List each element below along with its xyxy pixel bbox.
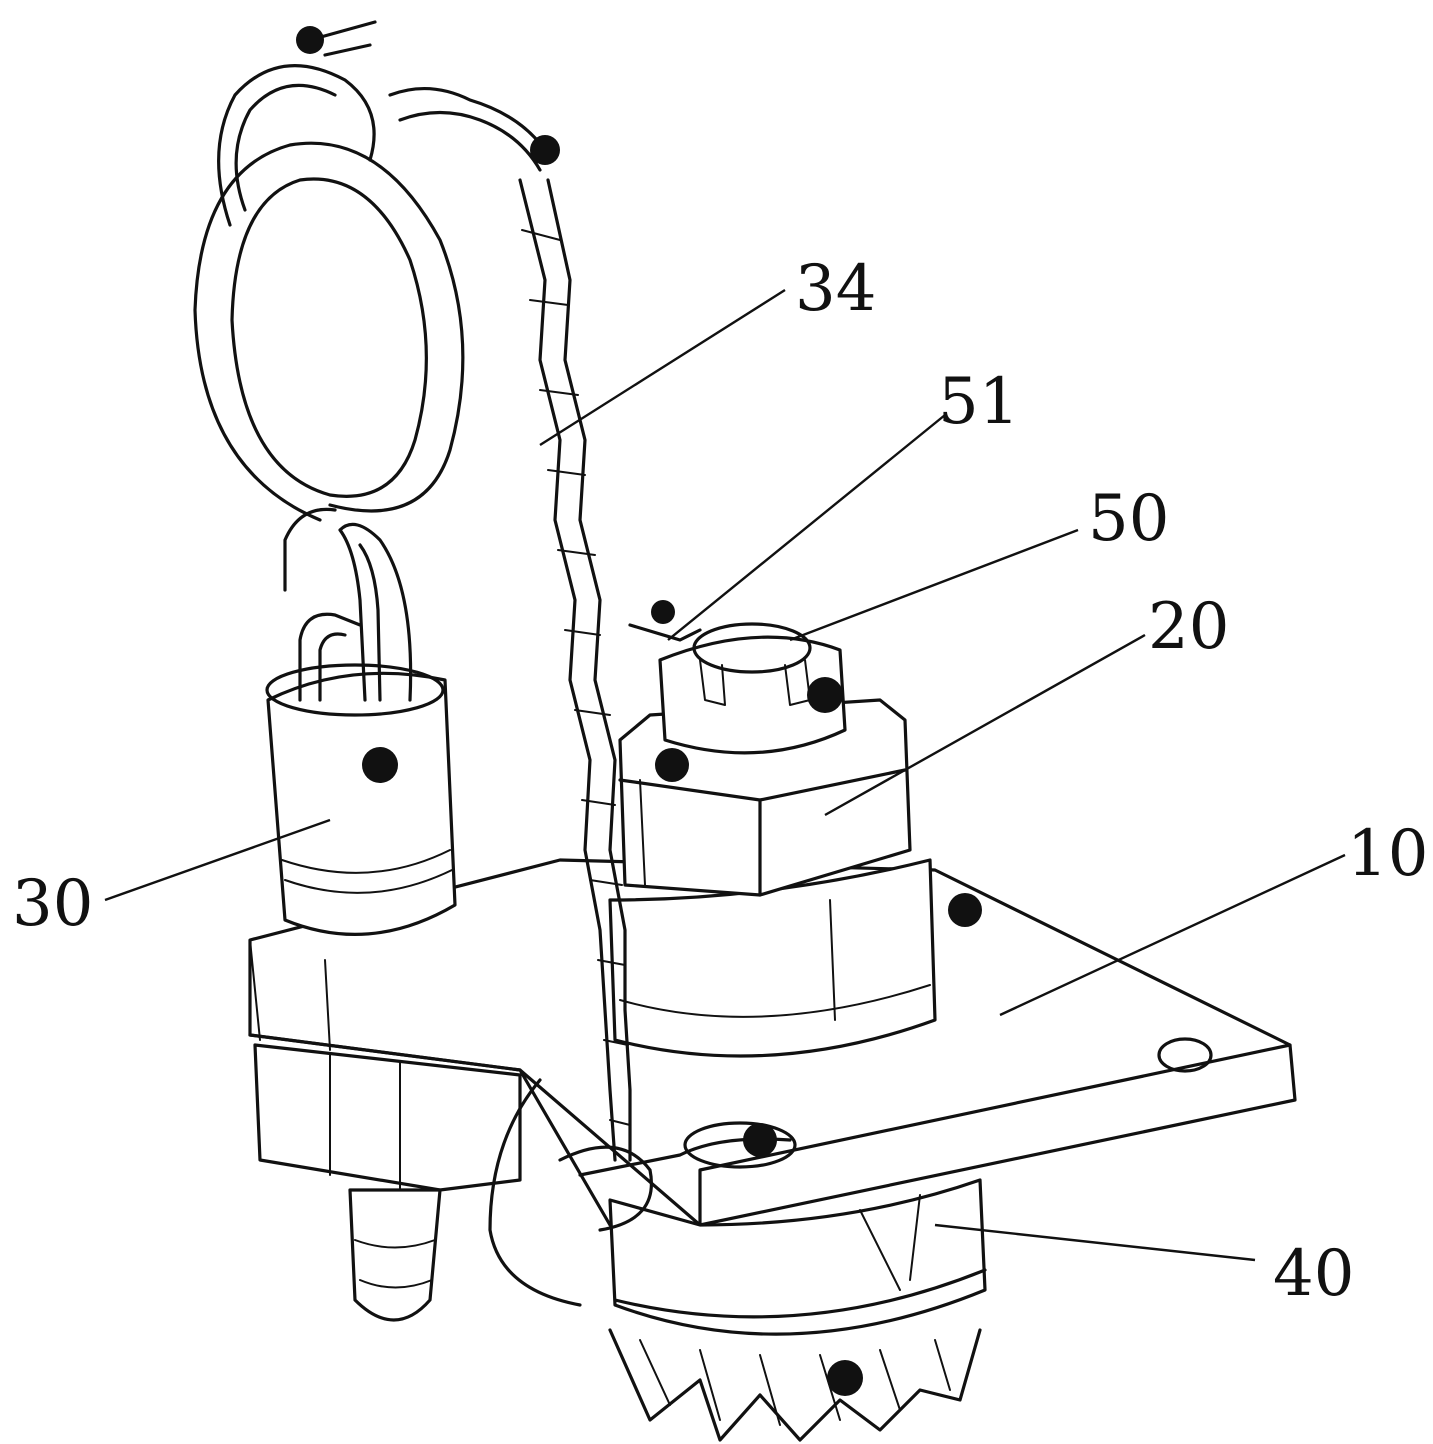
label-50: 50 — [1088, 482, 1169, 556]
leader-30 — [104, 818, 331, 902]
marker-dots — [296, 26, 982, 1396]
reference-labels: 34 51 50 20 30 10 40 — [12, 252, 1428, 1311]
chain — [388, 87, 632, 1162]
oval-ring — [193, 141, 465, 522]
leader-20 — [824, 633, 1146, 817]
snap-hook — [217, 20, 377, 227]
lower-rotor — [608, 1178, 987, 1442]
u-shackle — [283, 507, 413, 702]
label-10: 10 — [1347, 817, 1428, 891]
top-cap — [628, 622, 847, 755]
leader-50 — [789, 528, 1079, 642]
leader-51 — [667, 414, 946, 641]
leader-lines — [104, 288, 1346, 1262]
lower-block — [253, 1043, 522, 1322]
label-20: 20 — [1148, 590, 1229, 664]
label-51: 51 — [938, 365, 1019, 439]
leader-40 — [934, 1223, 1256, 1262]
cylinder-housing — [608, 858, 937, 1058]
label-40: 40 — [1273, 1237, 1354, 1311]
label-34: 34 — [795, 252, 876, 326]
leader-10 — [999, 853, 1346, 1017]
leader-34 — [539, 288, 786, 447]
mounting-hole — [1157, 1037, 1213, 1073]
label-30: 30 — [12, 867, 93, 941]
left-cylinder — [265, 663, 457, 936]
